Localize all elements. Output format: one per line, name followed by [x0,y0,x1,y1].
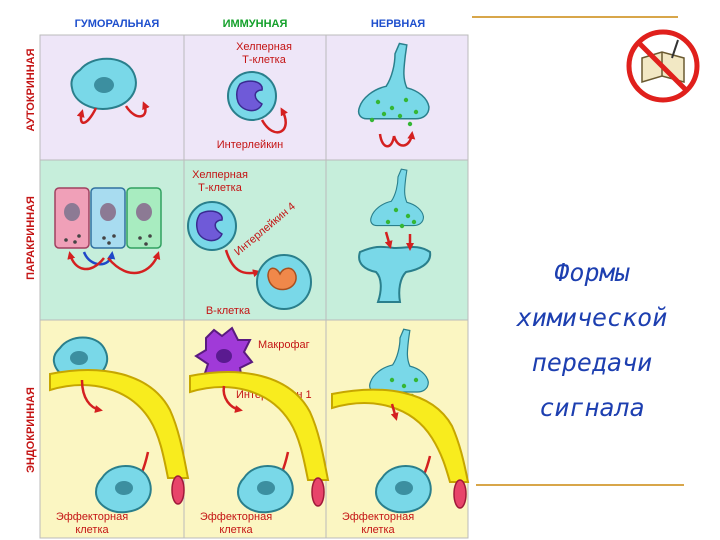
label-effector-cell-humoral-2: клетка [75,524,109,536]
paracrine-arrow-red-left [67,251,105,271]
label-effector-cell-immune: Эффекторная [200,511,272,523]
humoral-effector-cell [94,465,152,514]
paracrine-vesicles [385,207,417,229]
label-helper-t-cell-2: Т-клетка [242,54,287,66]
top-rule [472,16,678,18]
immune-autocrine-arrow [260,107,288,134]
immune-paracrine-arrow [224,249,261,278]
label-helper-t-cell: Хелперная [236,41,292,53]
label-effector-cell-nervous-2: клетка [361,524,395,536]
no-book-icon [626,29,700,103]
title-line-4: сигнала [539,393,645,422]
b-cell [256,254,312,310]
bottom-rule [476,484,684,486]
autocrine-vesicles [369,97,419,127]
label-helper-t-cell-paracrine-2: Т-клетка [198,182,243,194]
nervous-endocrine-arrow-in [390,403,399,421]
immune-effector-cell [236,465,294,514]
column-header-nervous: НЕРВНАЯ [371,18,425,30]
label-helper-t-cell-paracrine: Хелперная [192,169,248,181]
paracrine-synapse-arrow-left [384,231,393,249]
immune-autocrine-t-cell [227,71,277,121]
nervous-effector-cell [374,465,432,514]
autocrine-arrow-right [124,101,150,118]
label-macrophage: Макрофаг [258,339,310,351]
title-line-2: химической [516,303,668,332]
humoral-blood-vessel [49,369,190,505]
paracrine-arrow-red-right [107,251,161,275]
immune-endocrine-arrow-in [222,385,243,413]
column-header-humoral: ГУМОРАЛЬНАЯ [75,18,160,30]
label-effector-cell-nervous: Эффекторная [342,511,414,523]
nervous-blood-vessel [331,388,470,509]
humoral-autocrine-cell [70,57,137,110]
humoral-paracrine-cell-3 [126,187,162,249]
label-interleukin: Интерлейкин [217,139,283,151]
label-effector-cell-humoral: Эффекторная [56,511,128,523]
humoral-paracrine-cell-2 [90,187,126,249]
row-header-paracrine: ПАРАКРИННАЯ [25,196,37,280]
row-header-endocrine: ЭНДОКРИННАЯ [25,387,37,473]
row-header-autocrine: АУТОКРИННАЯ [25,48,37,131]
label-effector-cell-immune-2: клетка [219,524,253,536]
humoral-endocrine-arrow-in [80,379,103,413]
nervous-paracrine-postsynaptic [358,245,432,303]
humoral-paracrine-cell-1 [54,187,90,249]
nervous-autocrine-arrows [378,134,412,148]
column-header-immune: ИММУННАЯ [223,18,288,30]
title-line-1: Формы [554,258,630,287]
immune-blood-vessel [189,371,330,507]
label-b-cell: В-клетка [206,305,251,317]
immune-paracrine-t-cell [187,201,237,251]
title-line-3: передачи [531,348,653,377]
autocrine-arrow-left [76,107,98,124]
